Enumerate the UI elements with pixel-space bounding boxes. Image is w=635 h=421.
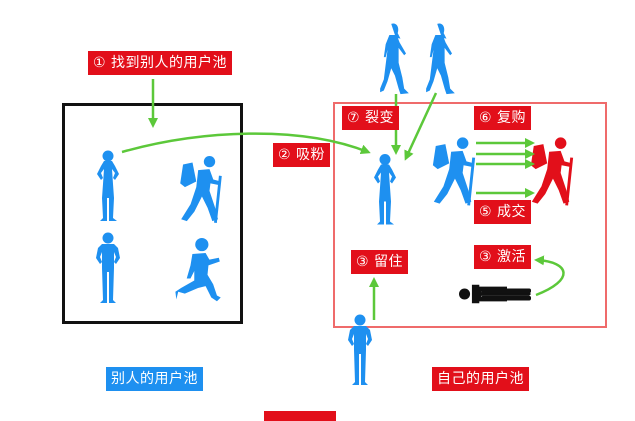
footer-red-bar	[264, 411, 336, 421]
own-pool-caption: 自己的用户池	[432, 367, 529, 391]
hiker-icon	[432, 137, 476, 206]
hiker-red-icon	[530, 137, 574, 206]
runner-icon	[175, 237, 221, 302]
step-find-pool-label: ① 找到别人的用户池	[88, 51, 233, 75]
step-attract-label: ② 吸粉	[273, 143, 331, 167]
walking-woman-icon	[380, 23, 409, 95]
step-repurchase-label: ⑥ 复购	[474, 106, 532, 130]
own-pool-box	[333, 102, 607, 328]
arrow-activate	[534, 255, 565, 297]
man-standing-icon	[96, 232, 120, 303]
step-activate-label: ③ 激活	[474, 245, 532, 269]
walking-woman-icon	[426, 23, 455, 95]
step-fission-label: ⑦ 裂变	[342, 106, 400, 130]
man-standing-icon	[348, 314, 372, 385]
hiker-icon	[180, 155, 222, 223]
arrow-fission-2	[404, 92, 438, 161]
woman-standing-icon	[97, 150, 119, 221]
woman-standing-icon	[374, 154, 396, 225]
others-pool-caption: 别人的用户池	[106, 367, 203, 391]
step-retain-label: ③ 留住	[351, 250, 409, 274]
lying-person-icon	[459, 284, 531, 304]
arrow-attract	[121, 132, 371, 155]
step-convert-label: ⑤ 成交	[474, 200, 532, 224]
